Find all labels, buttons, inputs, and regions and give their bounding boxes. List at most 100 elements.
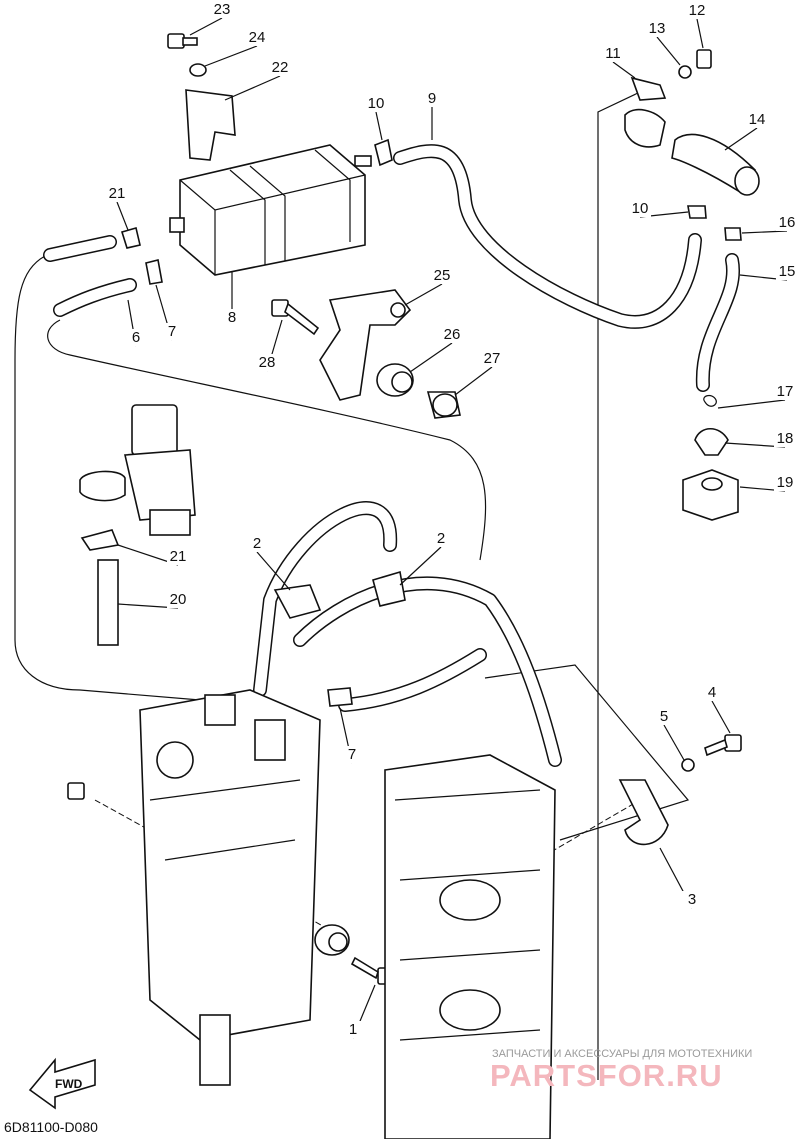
watermark-caption: ЗАПЧАСТИ И АКСЕССУАРЫ ДЛЯ МОТОТЕХНИКИ [492, 1048, 752, 1060]
callout-label-c10a: 10 [368, 95, 385, 112]
clamp-part-21-lower [80, 529, 120, 551]
clip-part-17 [703, 394, 717, 407]
callout-label-c2a: 2 [253, 535, 261, 552]
clamp-part-7-upper [145, 259, 163, 285]
bolt-part-4 [704, 734, 742, 757]
hose-part-6 [43, 235, 137, 317]
washer-part-5 [681, 758, 695, 772]
callout-bg-c15 [776, 263, 798, 280]
fwd-arrow-icon: FWD [28, 1057, 96, 1110]
callout-leader-c12 [696, 18, 704, 49]
callout-label-c10b: 10 [632, 200, 649, 217]
callout-bg-c2b [430, 530, 452, 547]
callout-leader-c4 [711, 700, 731, 734]
callout-bg-c2a [246, 535, 268, 552]
callout-bg-c19 [774, 474, 796, 491]
callout-bg-c18 [774, 430, 796, 447]
watermark-brand: PARTSFOR.RU [490, 1058, 723, 1093]
callout-bg-c10b [629, 200, 651, 217]
hose-part-20 [97, 559, 119, 646]
callout-leader-c17 [717, 399, 786, 409]
callout-label-c12: 12 [689, 2, 706, 19]
callout-label-c22: 22 [272, 59, 289, 76]
callout-bg-c25 [431, 267, 453, 284]
bracket-part-25 [319, 289, 412, 401]
callout-leader-c11 [612, 61, 636, 79]
fuel-unit-assembly [139, 689, 321, 1086]
engine-block [384, 754, 556, 1139]
hose-part-9 [393, 144, 702, 329]
callout-bg-c21b [167, 548, 189, 565]
holder-part-14 [624, 108, 760, 196]
cover-part-19 [682, 469, 739, 521]
callout-label-c2b: 2 [437, 530, 445, 547]
callout-bg-c17 [774, 383, 796, 400]
callout-bg-c8 [221, 309, 243, 326]
callout-bg-c27 [481, 350, 503, 367]
callout-bg-c11 [602, 45, 624, 62]
callout-label-c3: 3 [688, 891, 696, 908]
fwd-label: FWD [55, 1077, 83, 1091]
clamp-part-21-upper [120, 227, 141, 249]
clamp-part-10-upper [374, 138, 393, 167]
callout-bg-c20 [167, 591, 189, 608]
callout-label-c15: 15 [779, 263, 796, 280]
callout-bg-c14 [746, 111, 768, 128]
pump-assembly [79, 404, 196, 536]
bracket-part-22 [185, 89, 236, 161]
diagram-code: 6D81100-D080 [4, 1119, 98, 1135]
callout-label-c23: 23 [214, 1, 231, 18]
callout-label-c20: 20 [170, 591, 187, 608]
callout-label-c21a: 21 [109, 185, 126, 202]
callout-bg-c4 [701, 684, 723, 701]
callout-bg-c22 [269, 59, 291, 76]
bracket-part-11 [630, 76, 667, 101]
callout-label-c25: 25 [434, 267, 451, 284]
callout-leader-c16 [741, 230, 788, 234]
grommet-part-1 [314, 924, 350, 956]
valve-part-18 [694, 427, 729, 456]
callout-leader-c10a [375, 111, 383, 141]
callout-label-c13: 13 [649, 20, 666, 37]
callout-bg-c26 [441, 326, 463, 343]
callout-label-c27: 27 [484, 350, 501, 367]
callout-leader-c14 [724, 127, 758, 151]
callout-label-c7a: 7 [168, 323, 176, 340]
callout-bg-c13 [646, 20, 668, 37]
callout-bg-c7a [161, 323, 183, 340]
callout-label-c5: 5 [660, 708, 668, 725]
callout-bg-c21a [106, 185, 128, 202]
callout-bg-c3 [681, 891, 703, 908]
callout-leader-c2a [256, 551, 291, 591]
bracket-part-3 [618, 779, 669, 846]
clamp-part-7-lower [327, 687, 353, 707]
callout-bg-c23 [211, 1, 233, 18]
washer-part-24 [189, 63, 207, 77]
guide-line-canister-loop [47, 319, 487, 561]
callout-label-c8: 8 [228, 309, 236, 326]
clamp-part-2-left [273, 584, 322, 619]
callout-leader-c23 [189, 17, 223, 36]
callout-leader-c25 [404, 283, 443, 306]
callout-bg-c5 [653, 708, 675, 725]
callout-bg-c7b [341, 746, 363, 763]
callout-label-c21b: 21 [170, 548, 187, 565]
bolt-part-left [67, 782, 85, 800]
collar-part-27 [426, 391, 461, 419]
callout-bg-c1 [342, 1021, 364, 1038]
callout-label-c28: 28 [259, 354, 276, 371]
callout-bg-c9 [421, 90, 443, 107]
callout-label-c19: 19 [777, 474, 794, 491]
callout-label-c16: 16 [779, 214, 796, 231]
guide-line-left-loop [14, 255, 201, 701]
callout-leader-c21a [116, 201, 129, 231]
callout-bg-c28 [256, 354, 278, 371]
callout-leader-c13 [656, 36, 681, 66]
callout-label-c18: 18 [777, 430, 794, 447]
callout-bg-c6 [125, 329, 147, 346]
clamp-part-2-right [372, 570, 406, 607]
callout-label-c9: 9 [428, 90, 436, 107]
callout-label-c6: 6 [132, 329, 140, 346]
callout-label-c7b: 7 [348, 746, 356, 763]
